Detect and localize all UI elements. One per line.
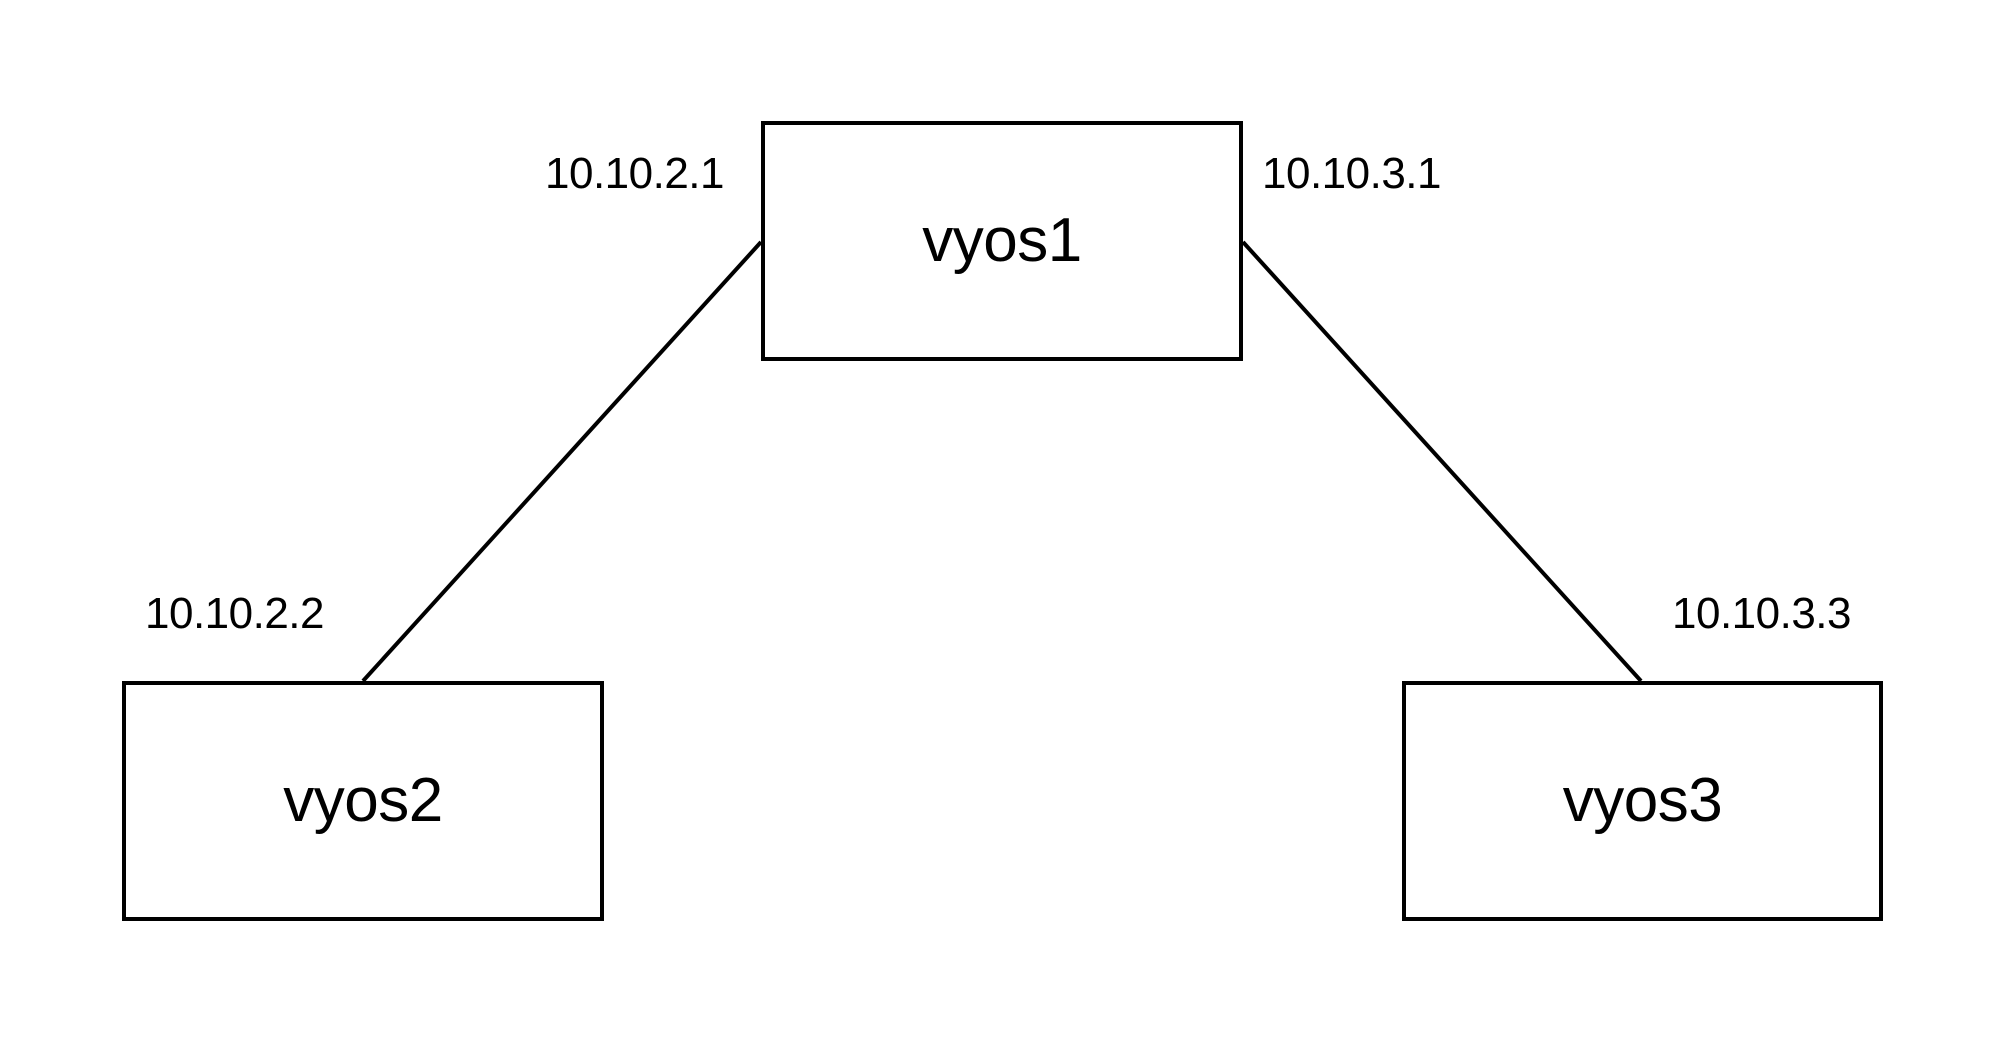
interface-label-vyos1-right: 10.10.3.1 <box>1262 149 1442 198</box>
node-vyos3-label: vyos3 <box>1562 766 1723 835</box>
interface-label-vyos3: 10.10.3.3 <box>1672 589 1852 638</box>
node-vyos3[interactable]: vyos3 <box>1402 681 1883 921</box>
edge-vyos1-vyos2 <box>361 240 763 683</box>
edge-vyos1-vyos3 <box>1241 240 1643 683</box>
node-vyos2-label: vyos2 <box>283 766 443 835</box>
interface-label-vyos1-left: 10.10.2.1 <box>545 149 725 198</box>
node-vyos1-label: vyos1 <box>922 206 1082 275</box>
interface-label-vyos2: 10.10.2.2 <box>145 589 325 638</box>
node-vyos1[interactable]: vyos1 <box>761 121 1243 361</box>
node-vyos2[interactable]: vyos2 <box>122 681 604 921</box>
